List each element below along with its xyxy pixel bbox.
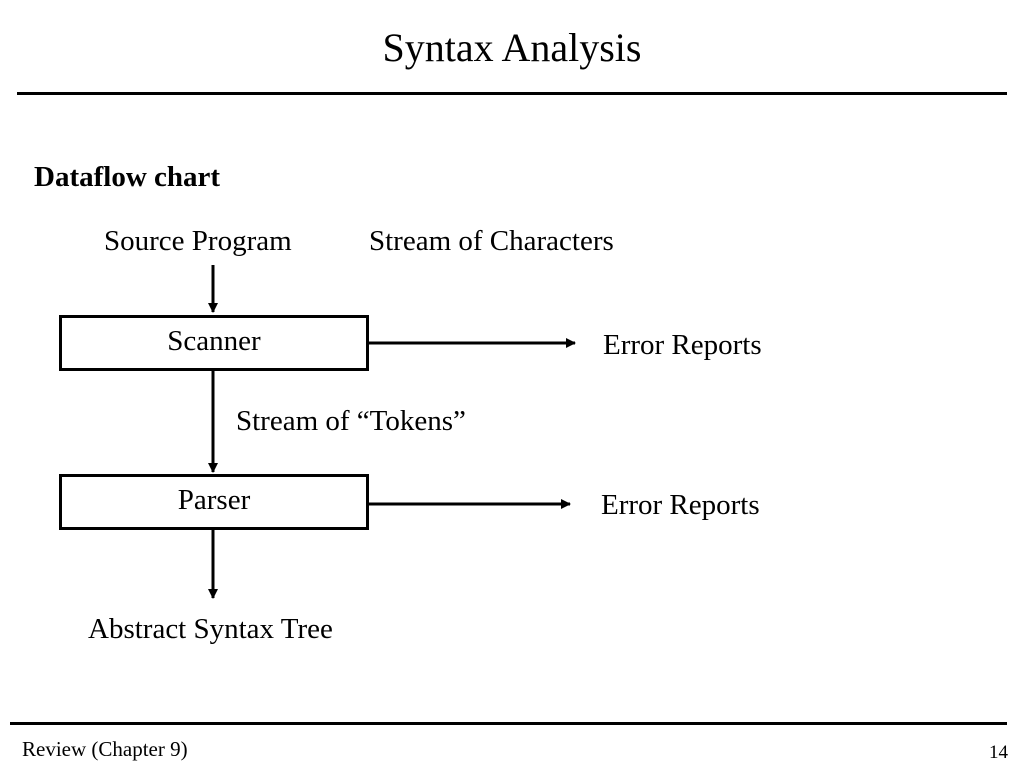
section-heading: Dataflow chart (34, 161, 221, 193)
stream-of-tokens-label: Stream of “Tokens” (236, 405, 466, 437)
stream-of-characters-label: Stream of Characters (369, 225, 614, 257)
page-number: 14 (989, 742, 1008, 763)
slide-title: Syntax Analysis (382, 25, 642, 70)
parser-error-reports-label: Error Reports (601, 489, 760, 521)
source-program-label: Source Program (104, 225, 292, 257)
title-divider (17, 92, 1007, 95)
scanner-error-reports-label: Error Reports (603, 329, 762, 361)
abstract-syntax-tree-label: Abstract Syntax Tree (88, 613, 333, 645)
parser-box: Parser (59, 474, 369, 530)
footer-chapter-label: Review (Chapter 9) (22, 737, 188, 761)
footer-divider (10, 722, 1007, 725)
scanner-box: Scanner (59, 315, 369, 371)
